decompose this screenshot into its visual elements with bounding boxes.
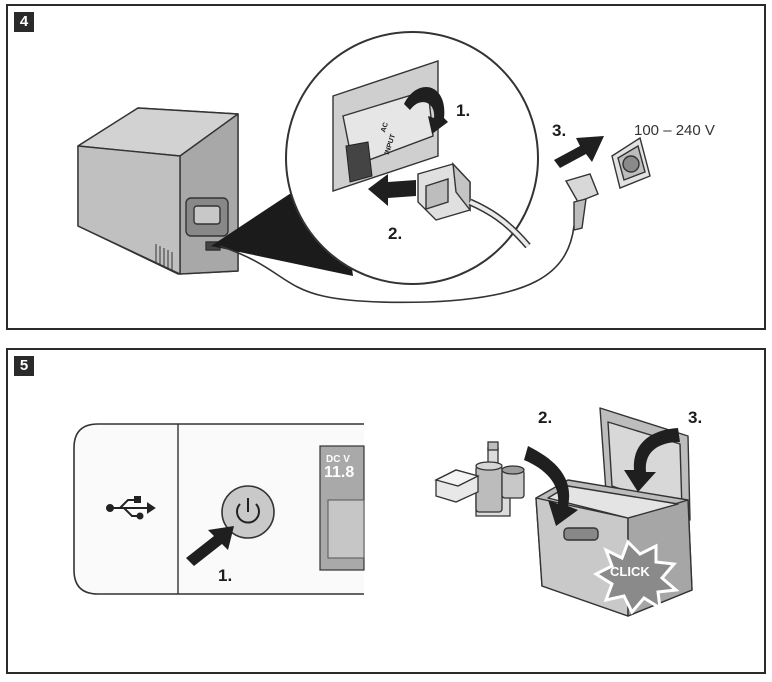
display-value: 11.8 [324,464,355,481]
step-4-panel: 4 [6,4,766,330]
magnified-circle [285,31,539,285]
step-5-panel: 5 [6,348,766,674]
click-burst [592,539,680,615]
cooler-box [77,107,239,275]
power-connection-illustration [77,31,651,304]
voltage-label: 100 – 240 V [634,122,715,139]
usb-icon [106,496,156,520]
step-3-label: 3. [688,408,703,427]
step-2-label: 2. [538,408,553,427]
wall-plug [564,173,599,231]
power-on-and-load-illustration [73,407,693,617]
display-unit-label: DC V [326,454,350,465]
step-1-label: 1. [218,566,233,585]
click-text: CLICK [610,564,650,579]
step-number-badge: 4 [14,12,34,32]
step-2-label: 2. [388,224,403,243]
step-3-label: 3. [552,121,567,140]
control-panel [73,423,365,595]
step-1-label: 1. [456,101,471,120]
power-button [221,485,275,539]
food-items [434,441,525,517]
step-number-badge: 5 [14,356,34,376]
wall-socket [611,136,651,189]
